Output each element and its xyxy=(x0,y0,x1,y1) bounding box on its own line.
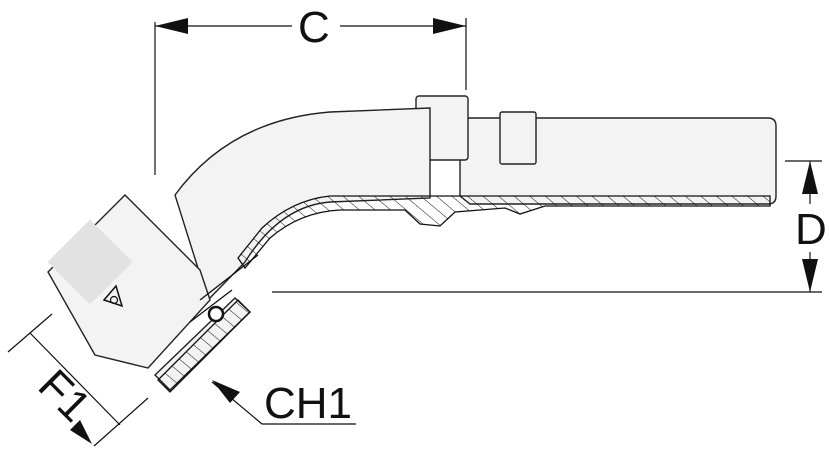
section-wall-nut xyxy=(157,299,251,393)
leader-ch1: CH1 xyxy=(211,379,356,428)
fitting-body xyxy=(47,95,777,391)
dimension-d-label: D xyxy=(795,205,827,254)
dimension-d: D xyxy=(272,160,828,293)
section-view xyxy=(157,195,771,393)
dimension-c-label: C xyxy=(298,3,330,52)
section-wall-straight xyxy=(237,195,771,270)
collar-groove xyxy=(499,111,537,165)
brand-logo-icon xyxy=(102,284,124,308)
retaining-ring xyxy=(207,305,225,323)
dimension-f1-label: F1 xyxy=(29,360,100,431)
dimension-c: C xyxy=(154,2,467,175)
ch1-label: CH1 xyxy=(264,379,352,428)
